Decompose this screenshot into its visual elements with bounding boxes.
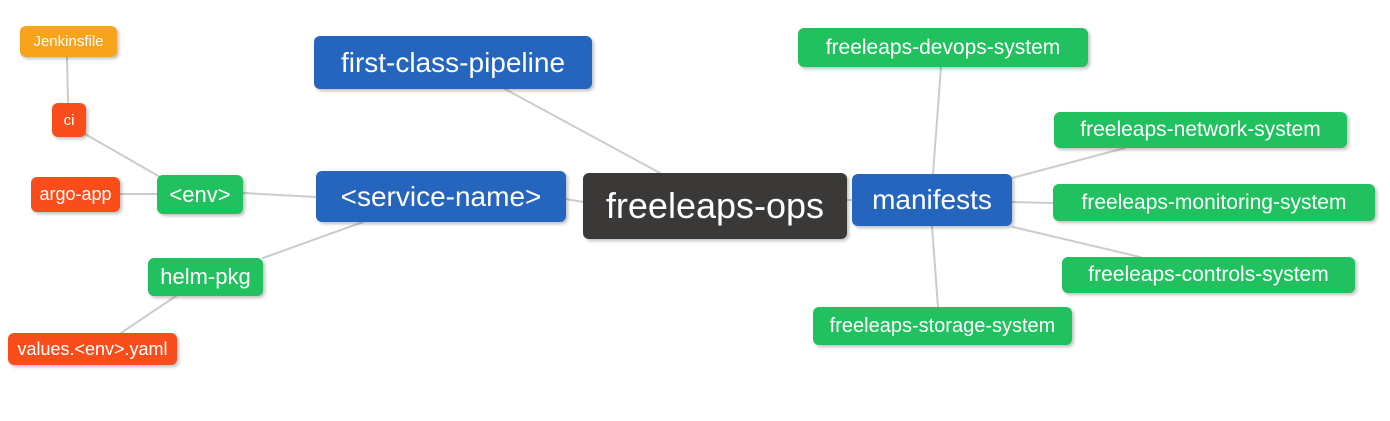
edge-service-name-to-helm-pkg [262,221,364,259]
edge-ci-to-env [84,133,161,178]
node-freeleaps-controls-system[interactable]: freeleaps-controls-system [1062,257,1355,293]
node-freeleaps-ops[interactable]: freeleaps-ops [583,173,847,239]
node-env[interactable]: <env> [157,175,243,214]
node-helm-pkg[interactable]: helm-pkg [148,258,263,296]
edge-jenkinsfile-to-ci [66,56,69,104]
edge-manifests-to-freeleaps-monitoring-system [1011,201,1054,204]
node-jenkinsfile[interactable]: Jenkinsfile [20,26,117,57]
edge-service-name-to-freeleaps-ops [565,198,584,203]
edge-helm-pkg-to-values-env-yaml [120,295,177,334]
node-freeleaps-network-system[interactable]: freeleaps-network-system [1054,112,1347,148]
edge-env-to-service-name [242,192,317,198]
edge-manifests-to-freeleaps-storage-system [931,225,939,308]
node-manifests[interactable]: manifests [852,174,1012,226]
node-argo-app[interactable]: argo-app [31,177,120,212]
edge-manifests-to-freeleaps-devops-system [932,66,942,175]
edge-manifests-to-freeleaps-controls-system [1012,226,1141,258]
node-freeleaps-devops-system[interactable]: freeleaps-devops-system [798,28,1088,67]
node-service-name[interactable]: <service-name> [316,171,566,222]
edge-first-class-pipeline-to-freeleaps-ops [504,88,661,174]
node-first-class-pipeline[interactable]: first-class-pipeline [314,36,592,89]
node-ci[interactable]: ci [52,103,86,137]
node-freeleaps-monitoring-system[interactable]: freeleaps-monitoring-system [1053,184,1375,221]
node-values-env-yaml[interactable]: values.<env>.yaml [8,333,177,365]
edge-manifests-to-freeleaps-network-system [1011,147,1126,179]
node-freeleaps-storage-system[interactable]: freeleaps-storage-system [813,307,1072,345]
